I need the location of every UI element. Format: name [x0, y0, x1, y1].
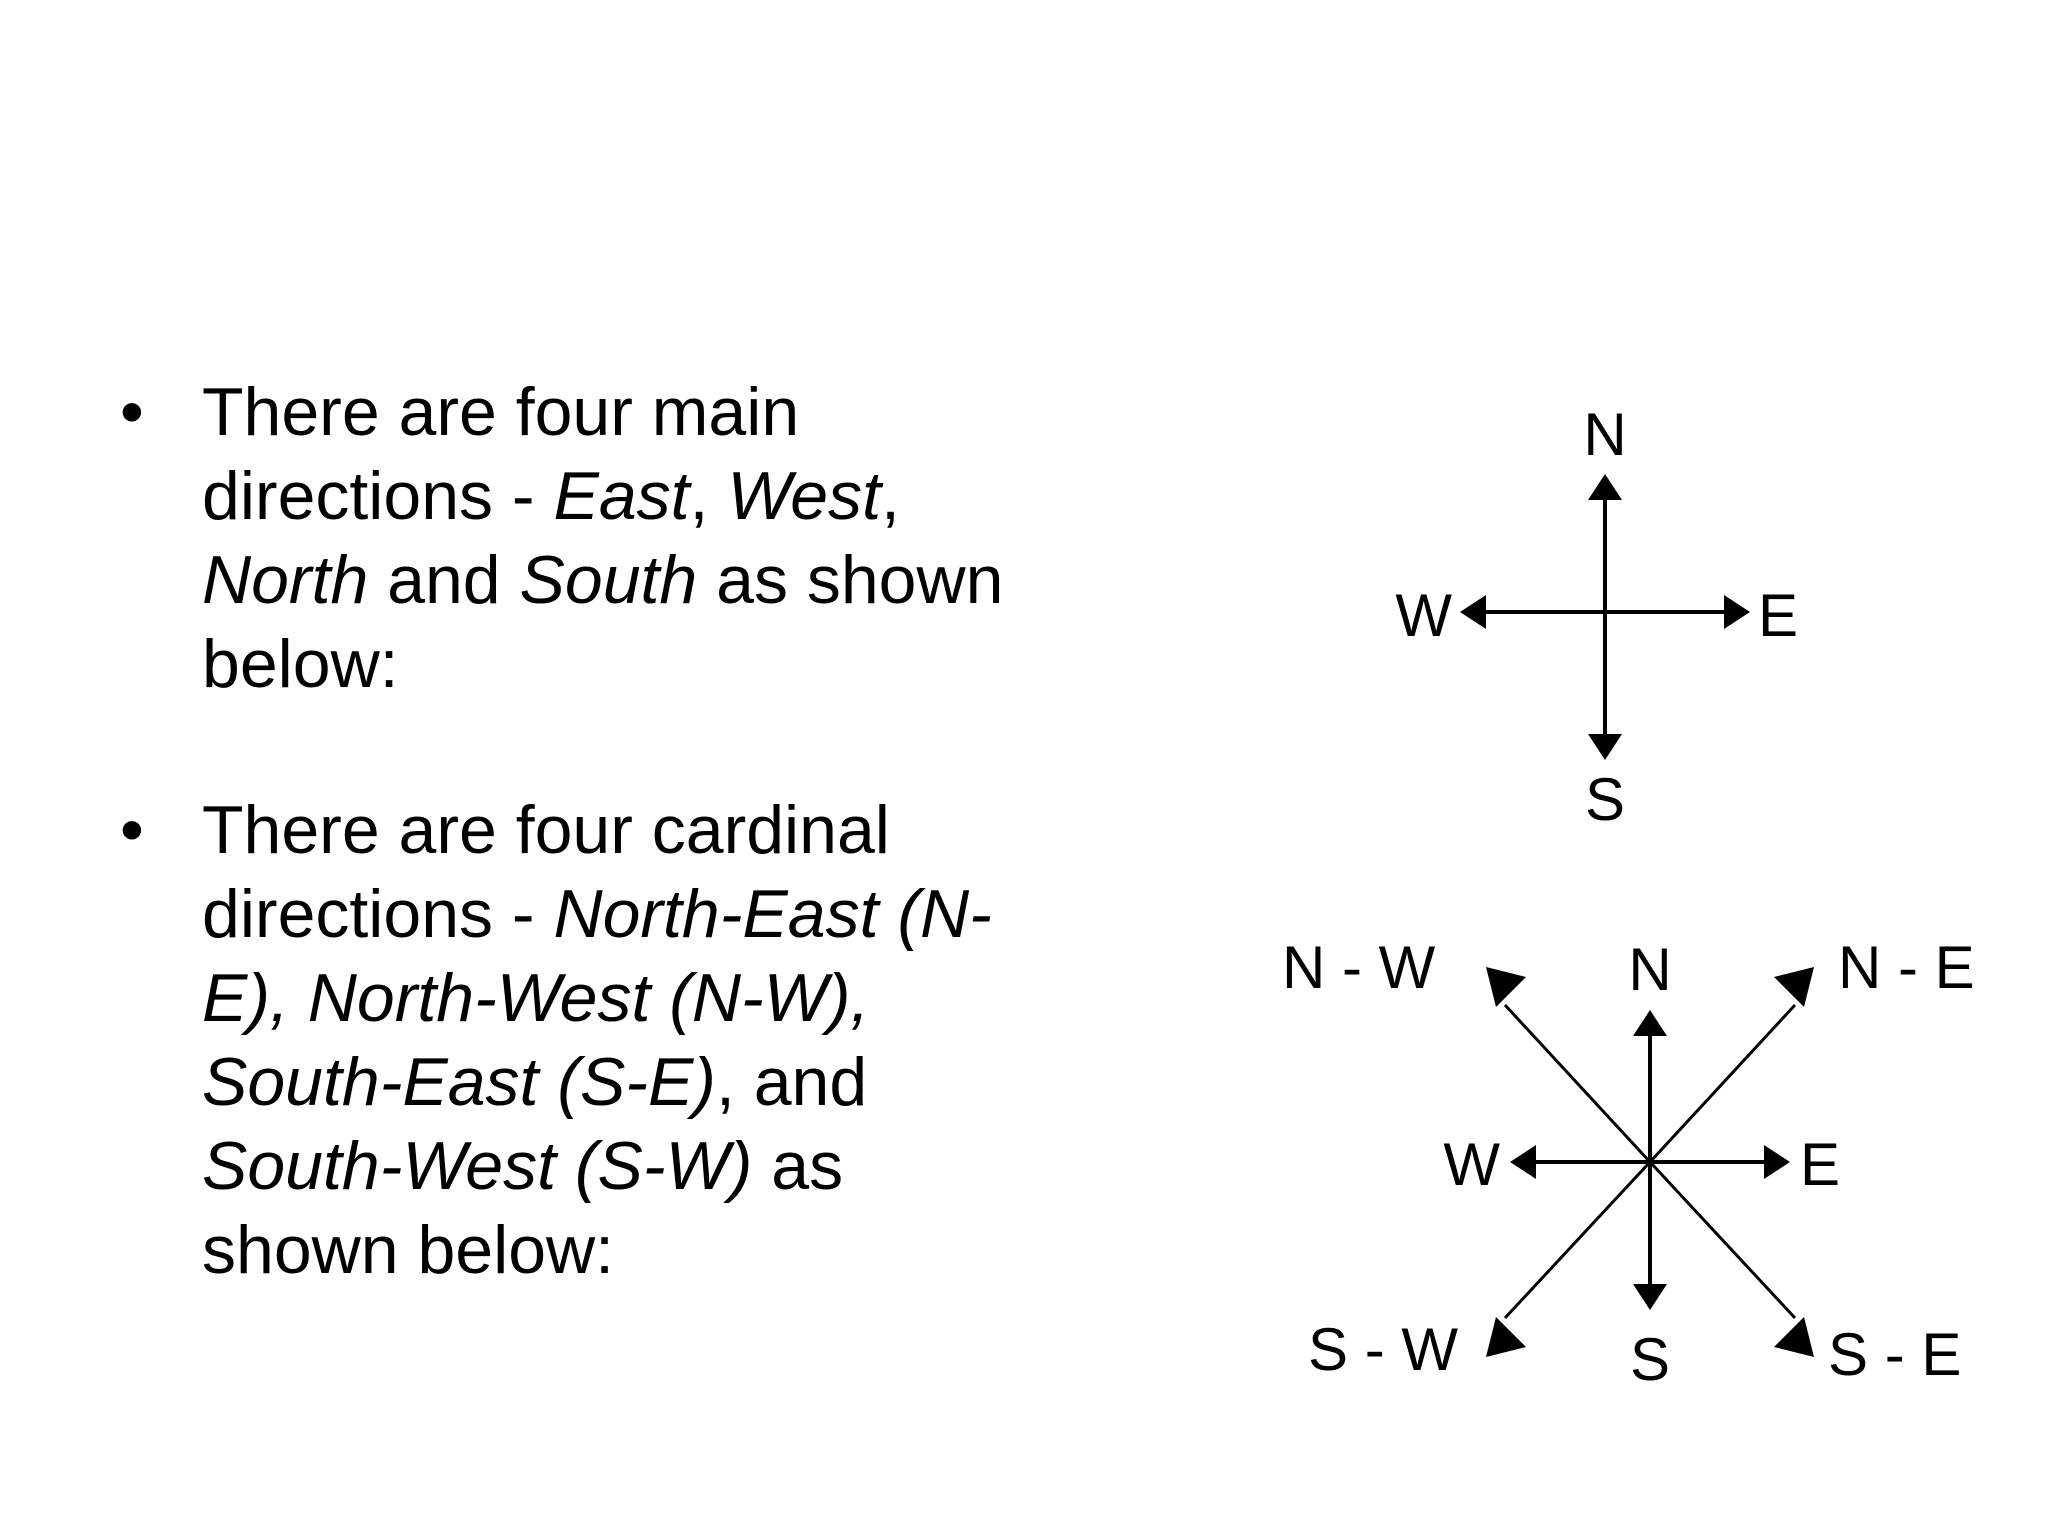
- compass8-arrowheads: [1486, 967, 1814, 1357]
- bullet-text-italic-run: West: [727, 458, 882, 534]
- bullet-item-cardinal-directions: • There are four cardinal directions - N…: [120, 788, 1020, 1292]
- bullet-text: There are four main directions - East, W…: [202, 374, 1003, 702]
- compass4-label-n: N: [1583, 401, 1626, 468]
- bullet-text-italic-run: South: [519, 542, 698, 618]
- bullet-list: • There are four main directions - East,…: [120, 370, 1020, 1292]
- compass8-label-s: S: [1630, 1326, 1670, 1393]
- compass8-label-sw: S - W: [1308, 1316, 1458, 1383]
- bullet-text-italic-run: East: [553, 458, 690, 534]
- bullet-text-run: , and: [715, 1044, 868, 1120]
- compass8-arrowhead-se: [1774, 1317, 1814, 1357]
- compass8-arrowhead-sw: [1486, 1317, 1526, 1357]
- bullet-marker: •: [120, 374, 144, 450]
- compass4-label-s: S: [1585, 766, 1625, 833]
- compass4-arrowhead-north: [1588, 474, 1622, 500]
- compass4-label-w: W: [1395, 582, 1452, 649]
- bullet-text-run: There are four cardinal directions -: [202, 792, 890, 952]
- bullet-text-italic-run: South-West (S-W): [202, 1128, 753, 1204]
- bullet-text-run: ,: [689, 458, 728, 534]
- compass4-arrowhead-west: [1460, 595, 1486, 629]
- compass8-arrowhead-east: [1764, 1145, 1790, 1179]
- compass4-arrowhead-east: [1724, 595, 1750, 629]
- compass8-arrowhead-nw: [1486, 967, 1526, 1007]
- compass8-arrow-nw: [1503, 1003, 1652, 1164]
- compass-eight-directions: N S E W N - E N - W S - E S - W: [1282, 934, 1975, 1393]
- compass8-arrow-ne: [1648, 1003, 1797, 1164]
- compass8-label-nw: N - W: [1282, 934, 1436, 1001]
- bullet-text-italic-run: North: [202, 542, 369, 618]
- compass8-arrowhead-south: [1633, 1284, 1667, 1310]
- compass8-label-se: S - E: [1828, 1321, 1961, 1388]
- bullet-text-run: as shown below:: [202, 1128, 844, 1288]
- bullet-marker: •: [120, 792, 144, 868]
- compass-four-directions: N S E W: [1395, 401, 1798, 833]
- bullet-text-run: ,: [881, 458, 900, 534]
- compass8-arrowhead-west: [1510, 1145, 1536, 1179]
- compass8-label-e: E: [1800, 1131, 1840, 1198]
- compass8-label-n: N: [1628, 936, 1671, 1003]
- bullet-text: There are four cardinal directions - Nor…: [202, 792, 992, 1288]
- compass8-arrow-se: [1648, 1160, 1797, 1320]
- bullet-text-run: as shown below:: [202, 542, 1004, 702]
- compass4-arrowhead-south: [1588, 734, 1622, 760]
- compass8-arrowhead-north: [1633, 1010, 1667, 1036]
- bullet-item-main-directions: • There are four main directions - East,…: [120, 370, 1020, 706]
- bullet-text-italic-run: North-East (N-E), North-West (N-W), Sout…: [202, 876, 992, 1120]
- compass4-arrowheads: [1460, 474, 1750, 760]
- bullet-text-run: and: [368, 542, 520, 618]
- bullet-text-run: There are four main directions -: [202, 374, 800, 534]
- compass8-arrowhead-ne: [1774, 967, 1814, 1007]
- compass8-arrow-sw: [1503, 1160, 1652, 1320]
- compass8-label-w: W: [1443, 1131, 1500, 1198]
- compass8-label-ne: N - E: [1838, 934, 1975, 1001]
- compass4-label-e: E: [1758, 582, 1798, 649]
